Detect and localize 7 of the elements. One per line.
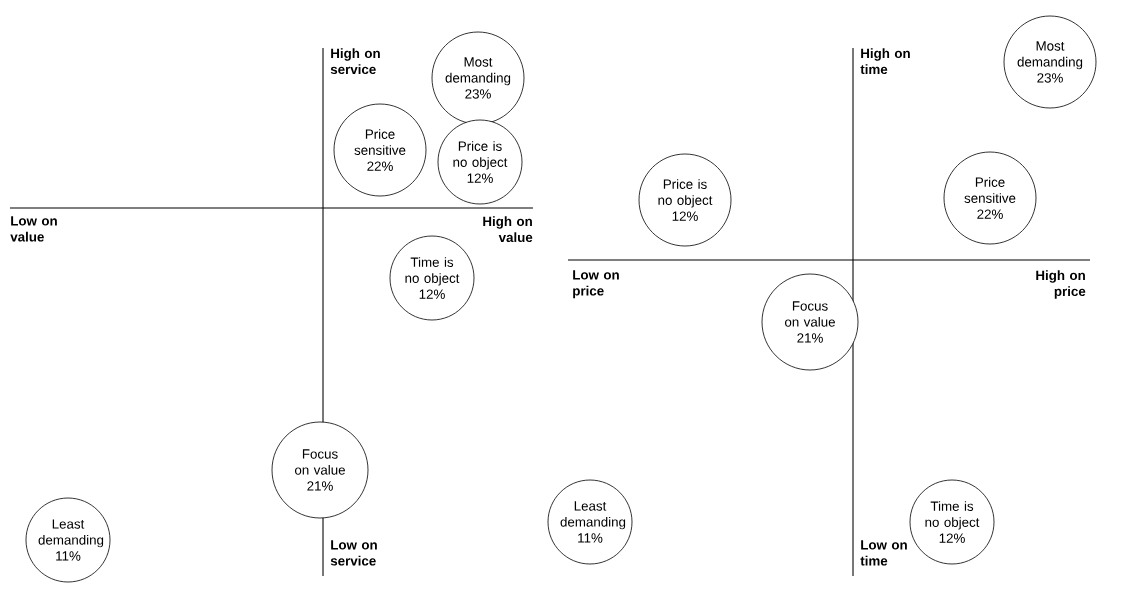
axis-label: Low on price [573,270,619,299]
axis-label: Low on value [10,216,57,242]
axis-label: High on time [860,48,910,75]
axis-label: Low on service [330,540,377,566]
axis-label: High on service [330,48,380,75]
axis-label: High on value [483,216,533,243]
axis-label: High on price [1036,270,1086,299]
